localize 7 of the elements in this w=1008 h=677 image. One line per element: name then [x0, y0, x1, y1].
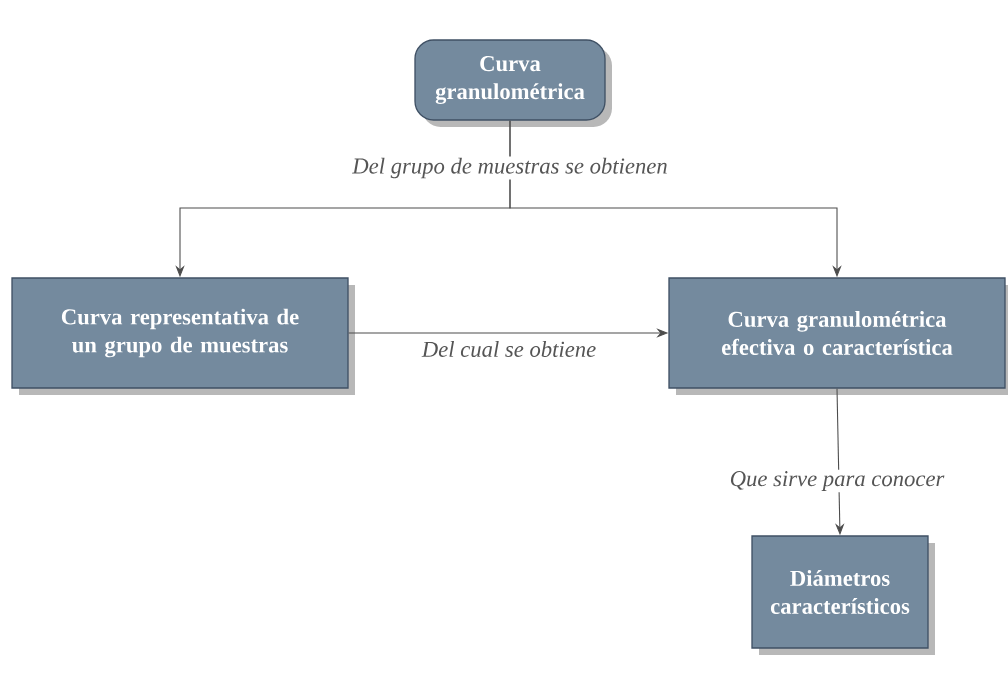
- edge-label: Del grupo de muestras se obtienen: [349, 156, 671, 180]
- rounded-box: Curva granulométrica: [414, 39, 612, 127]
- edge-label: Del cual se obtiene: [419, 339, 599, 359]
- edge-label: Que sirve para conocer: [727, 469, 947, 493]
- process-box: Diámetros característicos: [751, 535, 935, 655]
- process-box: Curva representativa de un grupo de muestras: [11, 277, 355, 395]
- process-box: Curva granulométrica efectiva o característica: [668, 277, 1008, 395]
